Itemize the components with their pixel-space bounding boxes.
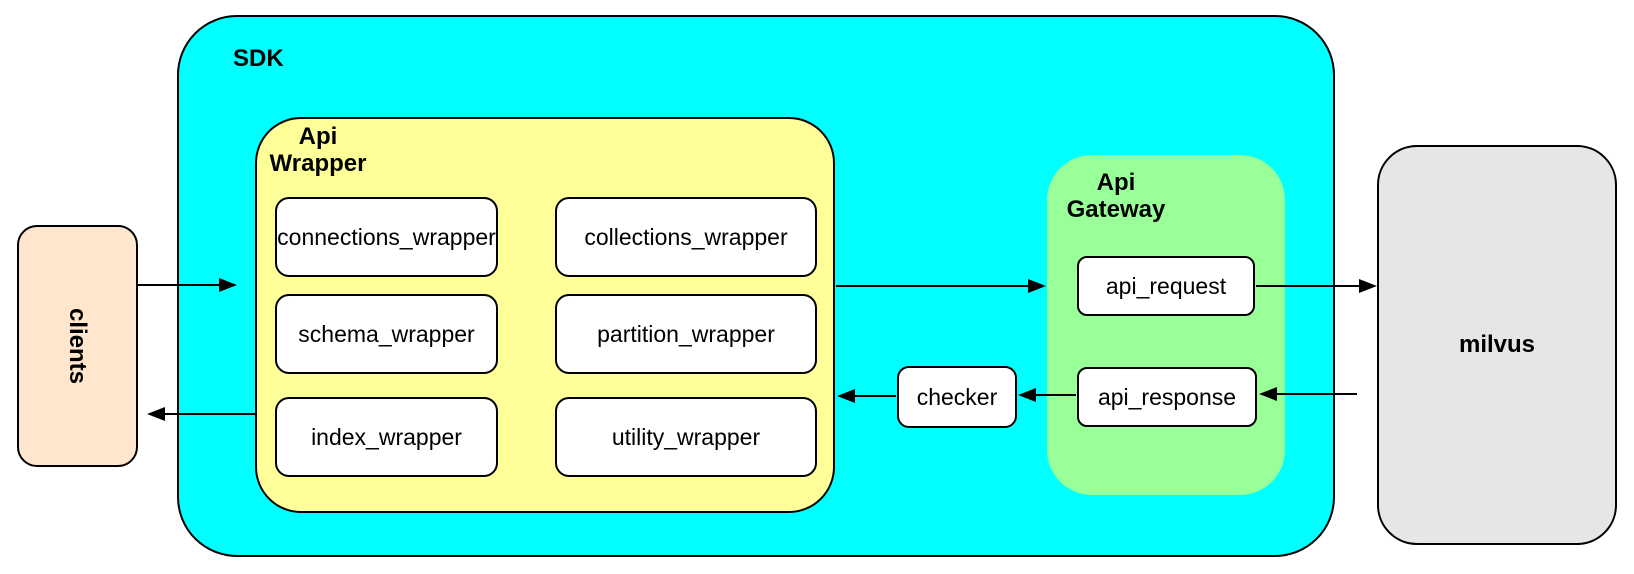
index-wrapper-box: index_wrapper <box>275 397 498 477</box>
utility-wrapper-box: utility_wrapper <box>555 397 817 477</box>
sdk-label: SDK <box>233 45 284 72</box>
api-request-box: api_request <box>1077 256 1255 316</box>
milvus-label: milvus <box>1458 331 1536 358</box>
api-gateway-container: Api Gateway <box>1047 155 1285 495</box>
milvus-box: milvus <box>1377 145 1617 545</box>
schema-wrapper-box: schema_wrapper <box>275 294 498 374</box>
api-wrapper-label: Api Wrapper <box>269 123 367 177</box>
connections-wrapper-box: connections_wrapper <box>275 197 498 277</box>
partition-wrapper-box: partition_wrapper <box>555 294 817 374</box>
api-gateway-label: Api Gateway <box>1066 169 1166 223</box>
clients-label: clients <box>64 307 92 385</box>
collections-wrapper-box: collections_wrapper <box>555 197 817 277</box>
api-response-box: api_response <box>1077 367 1257 427</box>
checker-box: checker <box>897 366 1017 428</box>
clients-box: clients <box>17 225 138 467</box>
